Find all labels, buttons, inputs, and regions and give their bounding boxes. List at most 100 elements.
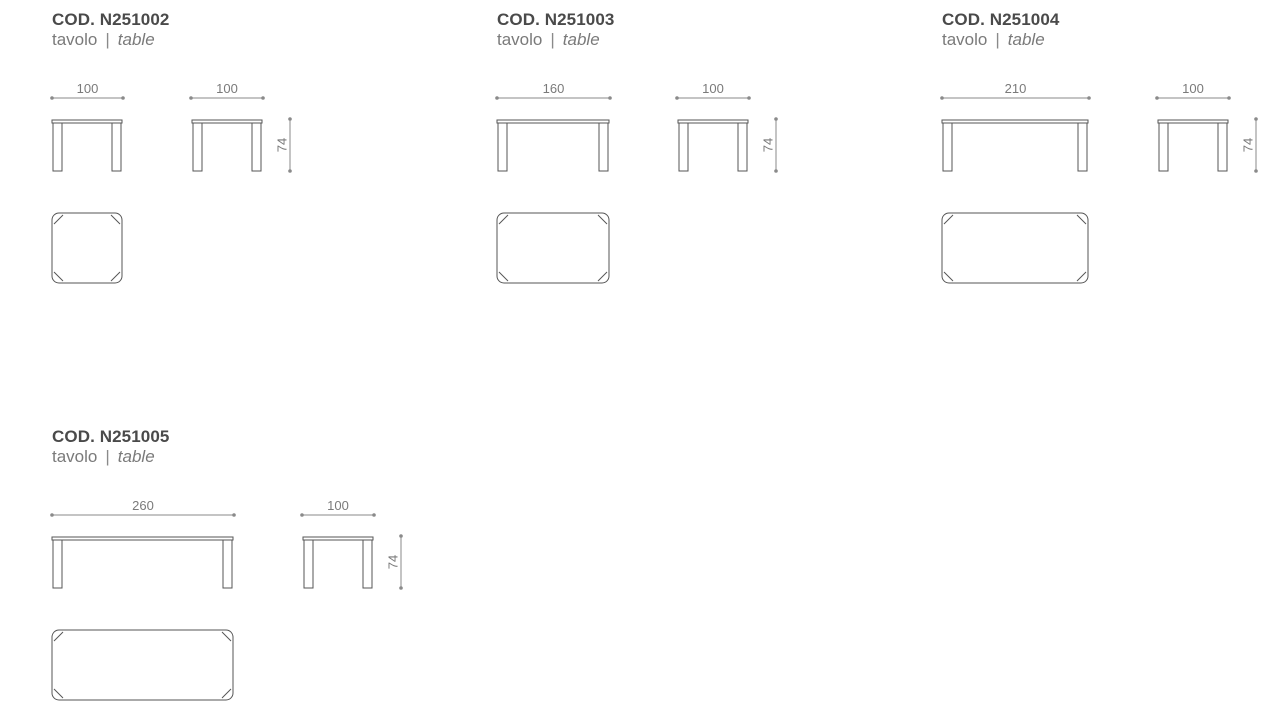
dimension-end xyxy=(940,96,944,100)
dimension-label: 74 xyxy=(275,138,290,152)
side-view xyxy=(191,119,263,172)
dimension-end xyxy=(1087,96,1091,100)
product-name: tavolo | table xyxy=(52,30,155,50)
table-leg xyxy=(678,122,689,172)
leg-mark xyxy=(943,271,954,282)
table-top xyxy=(677,119,749,124)
dimension-end xyxy=(1254,117,1258,121)
dimension-label: 100 xyxy=(702,81,724,96)
table-top xyxy=(51,536,234,541)
leg-mark xyxy=(498,271,509,282)
leg-mark xyxy=(53,271,64,282)
dimension-end xyxy=(288,117,292,121)
dimension-end xyxy=(261,96,265,100)
product-code: COD. N251003 xyxy=(497,10,615,29)
table-leg xyxy=(251,122,262,172)
table-leg xyxy=(303,539,314,589)
product-name-it: tavolo xyxy=(52,30,98,49)
product-name-en: table xyxy=(117,30,155,49)
name-separator: | xyxy=(105,447,110,466)
front-view xyxy=(496,119,610,172)
dimension-end xyxy=(50,513,54,517)
dimension-label: 74 xyxy=(1241,138,1256,152)
leg-mark xyxy=(53,688,64,699)
table-top xyxy=(51,119,123,124)
dimension-end xyxy=(675,96,679,100)
product-code: COD. N251005 xyxy=(52,427,170,446)
table-leg xyxy=(52,122,63,172)
dimension-end xyxy=(1227,96,1231,100)
leg-mark xyxy=(597,214,608,225)
dimension-end xyxy=(774,117,778,121)
dimension-label: 74 xyxy=(761,138,776,152)
side-view xyxy=(677,119,749,172)
product-name-en: table xyxy=(562,30,600,49)
leg-mark xyxy=(1076,271,1087,282)
dimension-label: 100 xyxy=(216,81,238,96)
dimension-end xyxy=(1155,96,1159,100)
product-name: tavolo | table xyxy=(52,447,155,467)
dimension-end xyxy=(372,513,376,517)
leg-mark xyxy=(221,631,232,642)
product-name-it: tavolo xyxy=(52,447,98,466)
table-leg xyxy=(52,539,63,589)
leg-mark xyxy=(53,631,64,642)
leg-mark xyxy=(1076,214,1087,225)
dimension-end xyxy=(774,169,778,173)
product-name-it: tavolo xyxy=(942,30,988,49)
name-separator: | xyxy=(550,30,555,49)
table-outline xyxy=(496,212,610,284)
dimension-end xyxy=(1254,169,1258,173)
leg-mark xyxy=(221,688,232,699)
name-separator: | xyxy=(105,30,110,49)
product-name: tavolo | table xyxy=(497,30,600,50)
dimension-end xyxy=(399,534,403,538)
table-leg xyxy=(737,122,748,172)
product-code: COD. N251004 xyxy=(942,10,1060,29)
table-outline xyxy=(941,212,1089,284)
side-view xyxy=(302,536,374,589)
product-name-en: table xyxy=(117,447,155,466)
top-view xyxy=(51,629,234,701)
dimension-end xyxy=(495,96,499,100)
dimension-end xyxy=(747,96,751,100)
leg-mark xyxy=(597,271,608,282)
dimension-label: 210 xyxy=(1005,81,1027,96)
table-leg xyxy=(362,539,373,589)
table-leg xyxy=(222,539,233,589)
table-leg xyxy=(111,122,122,172)
name-separator: | xyxy=(995,30,1000,49)
leg-mark xyxy=(943,214,954,225)
top-view xyxy=(941,212,1089,284)
product-code: COD. N251002 xyxy=(52,10,170,29)
side-view xyxy=(1157,119,1229,172)
front-view xyxy=(941,119,1089,172)
top-view xyxy=(51,212,123,284)
leg-mark xyxy=(110,271,121,282)
leg-mark xyxy=(110,214,121,225)
dimension-end xyxy=(399,586,403,590)
front-view xyxy=(51,119,123,172)
dimension-label: 74 xyxy=(386,555,401,569)
leg-mark xyxy=(498,214,509,225)
table-leg xyxy=(942,122,953,172)
dimension-end xyxy=(189,96,193,100)
table-outline xyxy=(51,629,234,701)
dimension-end xyxy=(50,96,54,100)
table-top xyxy=(191,119,263,124)
table-leg xyxy=(1077,122,1088,172)
table-outline xyxy=(51,212,123,284)
dimension-end xyxy=(232,513,236,517)
dimension-label: 100 xyxy=(327,498,349,513)
product-name-it: tavolo xyxy=(497,30,543,49)
dimension-end xyxy=(288,169,292,173)
product-name-en: table xyxy=(1007,30,1045,49)
table-top xyxy=(496,119,610,124)
dimension-end xyxy=(300,513,304,517)
